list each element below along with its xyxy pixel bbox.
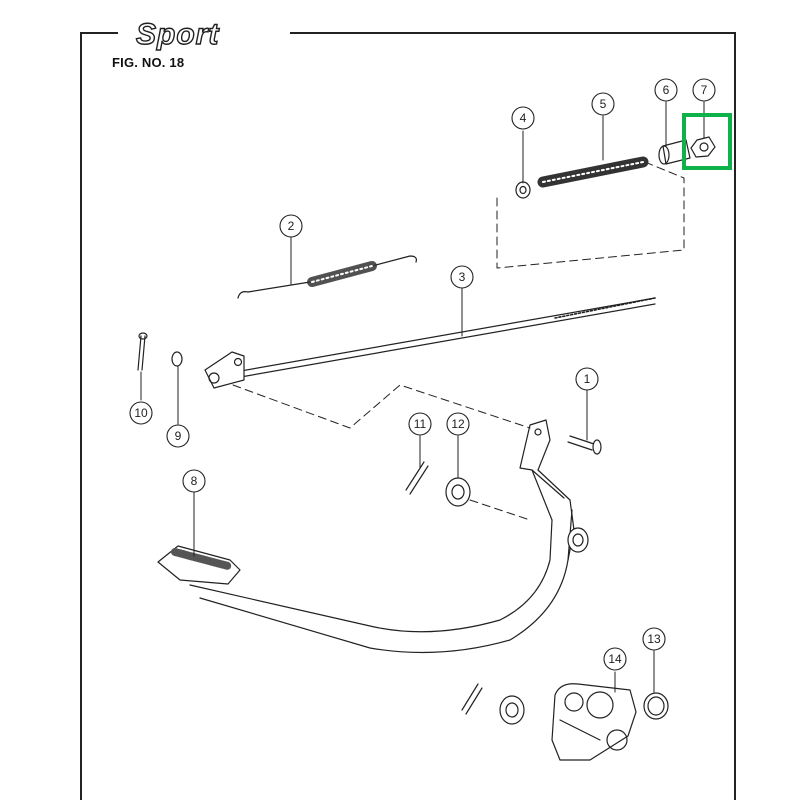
- callout-3-label: 3: [459, 270, 466, 284]
- figure-label: FIG. NO. 18: [112, 55, 185, 70]
- callout-5-label: 5: [600, 97, 607, 111]
- callout-2: [279, 214, 303, 238]
- callout-9-label: 9: [175, 429, 182, 443]
- callout-6-label: 6: [663, 83, 670, 97]
- assembly-guide-lines: [232, 159, 685, 521]
- callout-12-label: 12: [451, 417, 465, 431]
- callout-7: [692, 78, 716, 102]
- part-13-clip: [643, 692, 669, 720]
- callout-3: [450, 265, 474, 289]
- lower-washer: [499, 695, 525, 725]
- part-12-washer: [445, 477, 471, 507]
- part-7-nut: [690, 136, 716, 158]
- part-5-spring: [537, 156, 649, 188]
- sport-logo: Sport: [135, 17, 220, 51]
- callout-1: [575, 367, 599, 391]
- part-2-spring: [237, 255, 417, 299]
- part-1-bolt: [567, 435, 602, 455]
- callout-13-label: 13: [647, 632, 661, 646]
- svg-text:Sport: Sport: [136, 18, 220, 51]
- callout-1-label: 1: [584, 372, 591, 386]
- callout-13: [642, 627, 666, 651]
- callout-10: [129, 401, 153, 425]
- lower-split-pin: [461, 683, 483, 715]
- part-11-split-pin: [405, 461, 429, 495]
- callout-8-label: 8: [191, 474, 198, 488]
- callout-11: [408, 412, 432, 436]
- callout-7-label: 7: [701, 83, 708, 97]
- callout-4-label: 4: [520, 111, 527, 125]
- diagram-frame: [80, 32, 736, 800]
- callout-6: [654, 78, 678, 102]
- part-9-washer: [171, 351, 183, 367]
- part-3-brake-rod: [204, 297, 656, 389]
- callout-5: [591, 92, 615, 116]
- callout-11-label: 11: [414, 417, 427, 431]
- highlight-box-part-7[interactable]: [682, 113, 732, 170]
- callout-14-label: 14: [608, 652, 622, 666]
- callout-2-label: 2: [288, 219, 295, 233]
- callout-9: [166, 424, 190, 448]
- callout-14: [603, 647, 627, 671]
- callout-10-label: 10: [134, 406, 148, 420]
- callout-4: [511, 106, 535, 130]
- part-8-brake-pedal: [157, 419, 589, 654]
- part-4-washer: [515, 181, 531, 199]
- title-gap: [118, 20, 290, 50]
- callout-12: [446, 412, 470, 436]
- leader-lines: [140, 101, 705, 693]
- part-14-hub: [551, 683, 637, 761]
- part-10-split-pin: [137, 332, 148, 371]
- callout-8: [182, 469, 206, 493]
- callouts: [129, 78, 716, 671]
